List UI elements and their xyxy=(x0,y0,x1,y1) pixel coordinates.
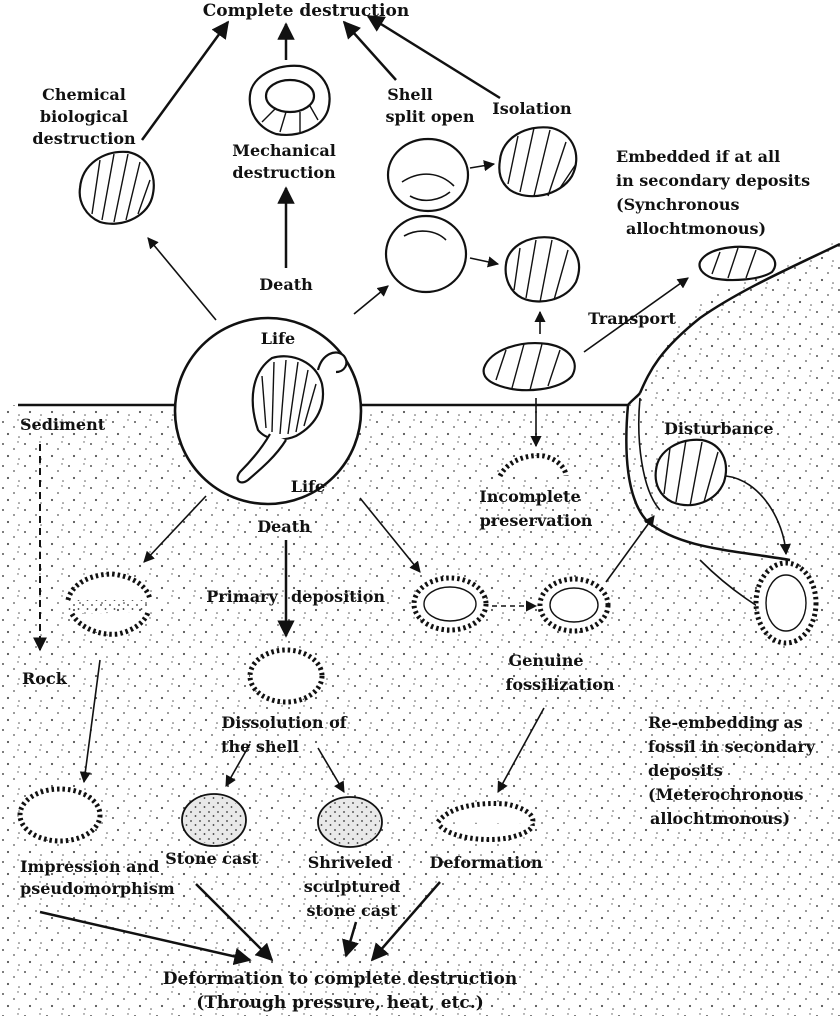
label-deformation: Deformation xyxy=(429,853,542,872)
label-embedded: in secondary deposits xyxy=(616,171,810,190)
label-bottom-title: Deformation to complete destruction xyxy=(163,969,517,989)
incomplete-preservation-valve xyxy=(497,453,569,478)
sediment-valve-left xyxy=(65,571,153,637)
label-bottom-subtitle: (Through pressure, heat, etc.) xyxy=(196,993,484,1013)
label-reembed: fossil in secondary xyxy=(648,737,816,756)
label-reembed: allochtmonous) xyxy=(650,809,790,828)
label-deposition: deposition xyxy=(291,587,385,606)
label-stone-cast: Stone cast xyxy=(165,849,259,868)
label-primary: Primary xyxy=(206,587,278,606)
label-reembed: deposits xyxy=(648,761,723,780)
label-genuine: fossilization xyxy=(505,675,614,694)
mechanical-destruction-shell xyxy=(248,64,331,136)
living-bivalve xyxy=(236,351,348,484)
genuine-valve-right xyxy=(537,576,611,634)
genuine-valve-left xyxy=(411,575,489,633)
split-shell-upper xyxy=(386,137,470,213)
stone-cast-shape xyxy=(181,793,247,847)
disturbance-valve xyxy=(654,438,728,507)
label-shriveled: Shriveled xyxy=(308,853,393,872)
primary-deposition-valve xyxy=(247,647,325,705)
deformation-shape xyxy=(436,801,536,842)
label-genuine: Genuine xyxy=(509,651,584,670)
label-shriveled: stone cast xyxy=(307,901,399,920)
label-rock: Rock xyxy=(22,669,68,688)
disturbance-inner xyxy=(638,397,661,511)
label-death-bottom: Death xyxy=(257,517,311,536)
reembedded-valve xyxy=(753,560,819,646)
label-reembed: (Meterochronous xyxy=(648,785,804,804)
label-complete-destruction: Complete destruction xyxy=(203,1,409,21)
isolated-valve-upper xyxy=(498,126,578,198)
label-isolation: Isolation xyxy=(492,99,572,118)
sediment-surface-line xyxy=(18,392,642,407)
impression-valve xyxy=(17,786,103,844)
label-mechanical: destruction xyxy=(232,163,336,182)
slope-line xyxy=(638,242,840,394)
labels: Complete destruction Chemical biological… xyxy=(20,1,816,1013)
label-dissolution: Dissolution of xyxy=(221,713,347,732)
label-embedded: Embedded if at all xyxy=(616,147,780,166)
label-embedded: (Synchronous xyxy=(616,195,739,214)
label-impression: Impression and xyxy=(20,857,159,876)
label-reembed: Re-embedding as xyxy=(648,713,803,732)
transported-valve xyxy=(482,342,576,392)
label-incomplete: preservation xyxy=(480,511,593,530)
label-chemical: destruction xyxy=(32,129,136,148)
label-embedded: allochtmonous) xyxy=(626,219,766,238)
label-shell-split: split open xyxy=(386,107,475,126)
label-impression: pseudomorphism xyxy=(20,879,175,898)
embedded-valve xyxy=(698,245,777,282)
shriveled-stone-cast-shape xyxy=(317,796,383,848)
label-shriveled: sculptured xyxy=(304,877,400,896)
label-chemical: biological xyxy=(40,107,128,126)
label-dissolution: the shell xyxy=(221,737,299,756)
label-life-top: Life xyxy=(261,329,295,348)
label-sediment: Sediment xyxy=(20,415,106,434)
label-disturbance: Disturbance xyxy=(664,419,774,438)
label-life-bottom: Life xyxy=(291,477,325,496)
label-chemical: Chemical xyxy=(42,85,126,104)
arrows xyxy=(33,14,791,966)
isolated-valve-lower xyxy=(504,236,581,303)
label-transport: Transport xyxy=(588,309,676,328)
split-shell-lower xyxy=(384,214,468,294)
label-mechanical: Mechanical xyxy=(232,141,336,160)
label-incomplete: Incomplete xyxy=(479,487,580,506)
label-shell-split: Shell xyxy=(387,85,433,104)
chemical-destruction-shell xyxy=(78,150,155,225)
label-death-top: Death xyxy=(259,275,313,294)
